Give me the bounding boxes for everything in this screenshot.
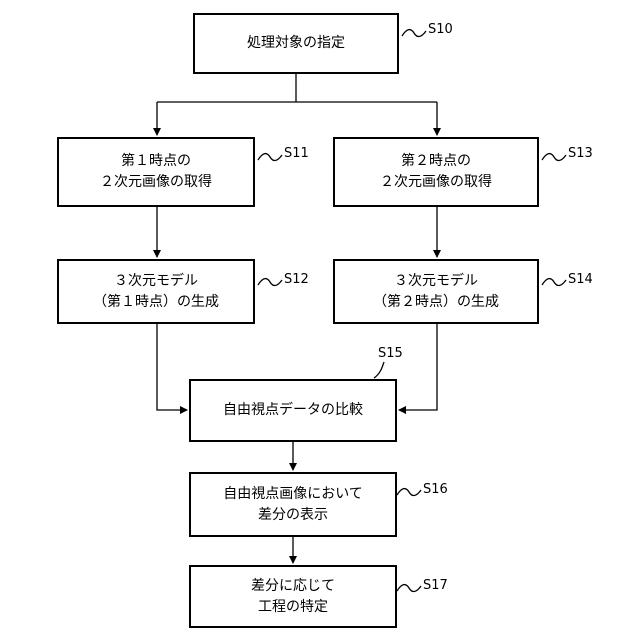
step-s16-label: S16 <box>423 482 448 498</box>
step-s15-text: 自由視点データの比較 <box>223 400 363 421</box>
leader-s13 <box>542 154 566 161</box>
step-s11-label: S11 <box>284 146 309 162</box>
step-s12-box: ３次元モデル （第１時点）の生成 <box>57 259 255 324</box>
step-s13-box: 第２時点の ２次元画像の取得 <box>333 137 539 207</box>
step-s12-text-line1: ３次元モデル <box>114 271 198 292</box>
step-s10-box: 処理対象の指定 <box>193 13 399 74</box>
step-s13-text-line2: ２次元画像の取得 <box>380 172 492 193</box>
step-s14-label: S14 <box>568 272 593 288</box>
step-s10-label: S10 <box>428 22 453 38</box>
step-s11-text-line1: 第１時点の <box>121 151 191 172</box>
step-s16-text-line2: 差分の表示 <box>258 505 328 526</box>
arrow-s12-to-s15 <box>157 324 187 410</box>
step-s13-label: S13 <box>568 146 593 162</box>
step-s17-label: S17 <box>423 578 448 594</box>
step-s14-box: ３次元モデル （第２時点）の生成 <box>333 259 539 324</box>
step-s17-text-line1: 差分に応じて <box>251 576 335 597</box>
step-s15-label: S15 <box>378 346 403 362</box>
leader-s16 <box>397 489 421 496</box>
step-s15-box: 自由視点データの比較 <box>189 379 397 442</box>
step-s17-box: 差分に応じて 工程の特定 <box>189 565 397 628</box>
leader-s15 <box>374 362 384 378</box>
arrow-s14-to-s15 <box>399 324 437 410</box>
step-s10-text: 処理対象の指定 <box>247 33 345 54</box>
step-s12-text-line2: （第１時点）の生成 <box>93 292 219 313</box>
step-s12-label: S12 <box>284 272 309 288</box>
connector-s10-split <box>157 74 437 102</box>
leader-s12 <box>258 279 282 286</box>
leader-s17 <box>397 585 421 592</box>
leader-s14 <box>542 279 566 286</box>
leader-s10 <box>402 30 426 37</box>
step-s16-box: 自由視点画像において 差分の表示 <box>189 472 397 537</box>
step-s11-text-line2: ２次元画像の取得 <box>100 172 212 193</box>
step-s14-text-line1: ３次元モデル <box>394 271 478 292</box>
step-s11-box: 第１時点の ２次元画像の取得 <box>57 137 255 207</box>
step-s14-text-line2: （第２時点）の生成 <box>373 292 499 313</box>
leader-s11 <box>258 154 282 161</box>
step-s16-text-line1: 自由視点画像において <box>223 484 363 505</box>
step-s13-text-line1: 第２時点の <box>401 151 471 172</box>
step-s17-text-line2: 工程の特定 <box>258 597 328 618</box>
